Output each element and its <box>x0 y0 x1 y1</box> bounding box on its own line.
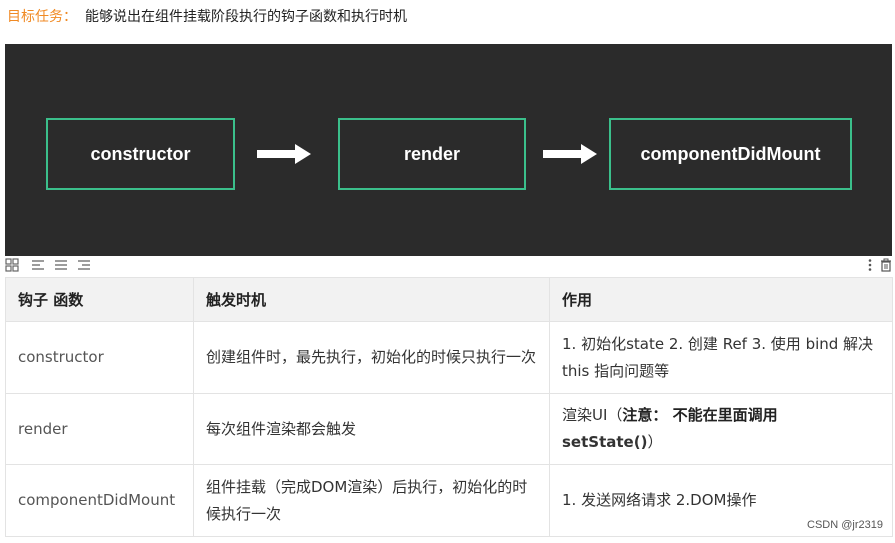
effect-code: setState() <box>562 433 648 451</box>
step-componentdidmount: componentDidMount <box>609 118 852 190</box>
effect-cell: 渲染UI（注意： 不能在里面调用 setState()） <box>549 393 893 465</box>
hook-cell: componentDidMount <box>5 464 194 537</box>
table-row: render 每次组件渲染都会触发 渲染UI（注意： 不能在里面调用 setSt… <box>5 393 893 465</box>
step-render: render <box>338 118 526 190</box>
column-header-trigger: 触发时机 <box>193 277 550 322</box>
goal-line: 目标任务： 能够说出在组件挂载阶段执行的钩子函数和执行时机 <box>7 7 407 27</box>
csdn-credit: CSDN @jr2319 <box>807 519 883 531</box>
effect-prefix: 渲染UI（ <box>562 406 623 424</box>
goal-text: 能够说出在组件挂载阶段执行的钩子函数和执行时机 <box>85 9 407 25</box>
table-row: componentDidMount 组件挂载（完成DOM渲染）后执行，初始化的时… <box>5 464 893 537</box>
grid-icon[interactable] <box>5 258 19 272</box>
trash-icon[interactable] <box>879 258 893 272</box>
arrow-right-icon <box>257 144 311 164</box>
arrow-right-icon <box>543 144 597 164</box>
table-header-row: 钩子 函数 触发时机 作用 <box>5 277 893 322</box>
more-vertical-icon[interactable] <box>863 258 877 272</box>
effect-warning: 注意： 不能在里面调用 <box>622 406 778 424</box>
effect-cell: 1. 发送网络请求 2.DOM操作 <box>549 464 893 537</box>
hook-cell: constructor <box>5 321 194 394</box>
goal-tag: 目标任务： <box>7 9 77 25</box>
trigger-cell: 每次组件渲染都会触发 <box>193 393 550 465</box>
effect-cell: 1. 初始化state 2. 创建 Ref 3. 使用 bind 解决 this… <box>549 321 893 394</box>
lifecycle-diagram: constructor render componentDidMount <box>5 44 892 256</box>
table-row: constructor 创建组件时，最先执行，初始化的时候只执行一次 1. 初始… <box>5 321 893 394</box>
trigger-cell: 组件挂载（完成DOM渲染）后执行，初始化的时候执行一次 <box>193 464 550 537</box>
align-right-icon[interactable] <box>77 258 91 272</box>
column-header-hook: 钩子 函数 <box>5 277 194 322</box>
trigger-cell: 创建组件时，最先执行，初始化的时候只执行一次 <box>193 321 550 394</box>
align-left-icon[interactable] <box>31 258 45 272</box>
column-header-effect: 作用 <box>549 277 893 322</box>
hook-cell: render <box>5 393 194 465</box>
table-toolbar <box>5 257 892 273</box>
step-constructor: constructor <box>46 118 235 190</box>
effect-suffix: ） <box>647 433 663 451</box>
task-header: 目标任务： 能够说出在组件挂载阶段执行的钩子函数和执行时机 <box>0 0 895 44</box>
lifecycle-table: 钩子 函数 触发时机 作用 constructor 创建组件时，最先执行，初始化… <box>5 277 893 537</box>
align-center-icon[interactable] <box>54 258 68 272</box>
